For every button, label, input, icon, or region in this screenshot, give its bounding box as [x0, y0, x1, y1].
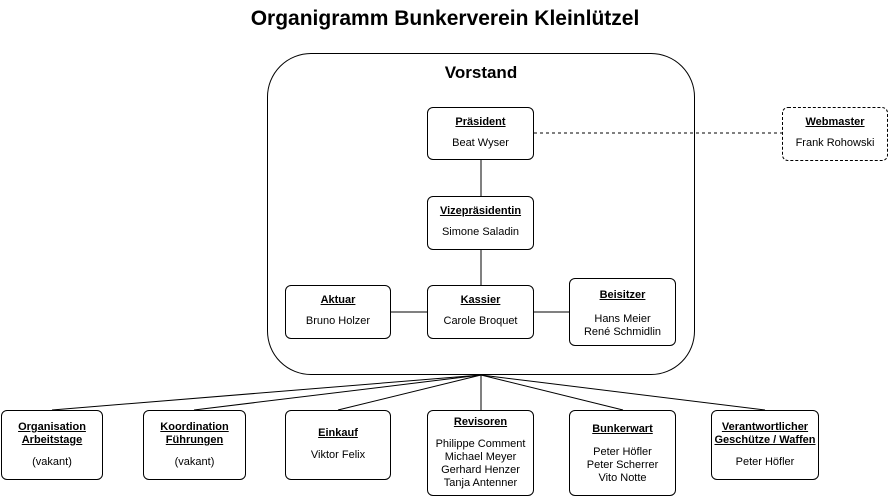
names-revisoren: Philippe Comment Michael Meyer Gerhard H…: [428, 438, 533, 490]
vorstand-label: Vorstand: [444, 63, 518, 82]
box-organisation-arbeitstage: Organisation Arbeitstage (vakant): [1, 410, 103, 480]
person-name: Tanja Antenner: [443, 477, 518, 489]
person-name: Hans Meier: [594, 313, 651, 325]
names-einkauf: Viktor Felix: [286, 449, 390, 462]
person-name: Gerhard Henzer: [441, 464, 520, 476]
names-webmaster: Frank Rohowski: [783, 137, 887, 150]
connector-vorstand-bottom-1: [51, 374, 482, 411]
box-einkauf: Einkauf Viktor Felix: [285, 410, 391, 480]
person-name: Vito Notte: [598, 472, 647, 484]
role-vizepraesidentin: Vizepräsidentin: [439, 205, 522, 217]
box-webmaster: Webmaster Frank Rohowski: [782, 107, 888, 161]
connector-vorstand-bottom-2: [193, 374, 482, 411]
role-praesident: Präsident: [455, 116, 506, 128]
person-name: Bruno Holzer: [305, 315, 371, 327]
role-koordination-fuehrungen: Koordination Führungen: [160, 421, 229, 446]
names-kassier: Carole Broquet: [428, 315, 533, 328]
role-webmaster: Webmaster: [805, 116, 865, 128]
box-bunkerwart: Bunkerwart Peter Höfler Peter Scherrer V…: [569, 410, 676, 496]
person-name: Peter Höfler: [735, 456, 795, 468]
box-koordination-fuehrungen: Koordination Führungen (vakant): [143, 410, 246, 480]
person-name: Frank Rohowski: [795, 137, 875, 149]
role-aktuar: Aktuar: [320, 294, 356, 306]
person-name: Philippe Comment: [435, 438, 526, 450]
names-praesident: Beat Wyser: [428, 137, 533, 150]
person-name: Beat Wyser: [452, 137, 509, 149]
box-revisoren: Revisoren Philippe Comment Michael Meyer…: [427, 410, 534, 496]
person-name: Viktor Felix: [310, 449, 366, 461]
names-bunkerwart: Peter Höfler Peter Scherrer Vito Notte: [570, 446, 675, 485]
chart-title: Organigramm Bunkerverein Kleinlützel: [250, 7, 640, 30]
box-beisitzer: Beisitzer Hans Meier René Schmidlin: [569, 278, 676, 346]
person-name: Peter Höfler: [593, 446, 652, 458]
box-vizepraesidentin: Vizepräsidentin Simone Saladin: [427, 196, 534, 250]
box-praesident: Präsident Beat Wyser: [427, 107, 534, 160]
box-verantwortlicher-geschuetze-waffen: Verantwortlicher Geschütze / Waffen Pete…: [711, 410, 819, 480]
person-name: (vakant): [174, 456, 215, 468]
person-name: Michael Meyer: [444, 451, 517, 463]
connector-vorstand-bottom-3: [337, 374, 482, 411]
names-organisation-arbeitstage: (vakant): [2, 456, 102, 469]
role-kassier: Kassier: [460, 294, 501, 306]
person-name: René Schmidlin: [583, 326, 662, 338]
names-koordination-fuehrungen: (vakant): [144, 456, 245, 469]
person-name: Peter Scherrer: [586, 459, 659, 471]
names-vizepraesidentin: Simone Saladin: [428, 226, 533, 239]
person-name: Simone Saladin: [441, 226, 520, 238]
names-beisitzer: Hans Meier René Schmidlin: [570, 313, 675, 339]
role-verantwortlicher-geschuetze-waffen: Verantwortlicher Geschütze / Waffen: [714, 421, 816, 446]
role-organisation-arbeitstage: Organisation Arbeitstage: [18, 421, 86, 446]
names-verantwortlicher-geschuetze-waffen: Peter Höfler: [712, 456, 818, 469]
box-aktuar: Aktuar Bruno Holzer: [285, 285, 391, 339]
role-revisoren: Revisoren: [453, 416, 508, 428]
person-name: (vakant): [32, 456, 72, 468]
person-name: Carole Broquet: [443, 315, 518, 327]
connector-vorstand-bottom-5: [480, 374, 624, 411]
role-bunkerwart: Bunkerwart: [592, 423, 653, 435]
names-aktuar: Bruno Holzer: [286, 315, 390, 328]
vorstand-group: Vorstand: [267, 53, 695, 375]
role-einkauf: Einkauf: [318, 427, 358, 439]
connector-vorstand-bottom-6: [480, 374, 766, 411]
box-kassier: Kassier Carole Broquet: [427, 285, 534, 339]
role-beisitzer: Beisitzer: [599, 289, 646, 301]
